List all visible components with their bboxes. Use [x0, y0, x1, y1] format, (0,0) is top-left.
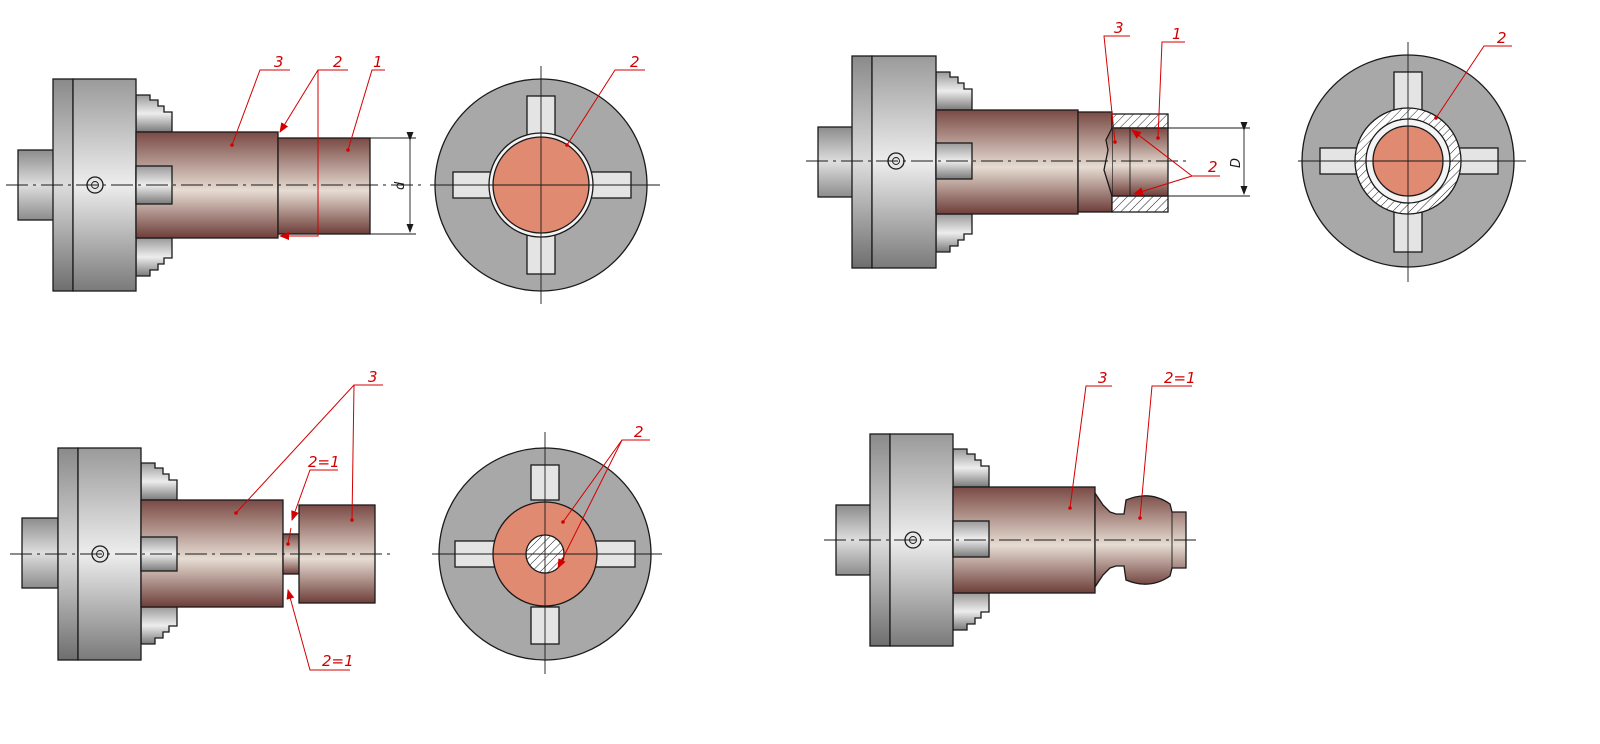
label-2-endview3: 2 — [634, 423, 644, 441]
workpiece-turned — [277, 137, 371, 235]
label-2-panel1: 2 — [333, 53, 343, 71]
label-2-endview1: 2 — [630, 53, 640, 71]
chuck-jaw-top — [935, 71, 973, 111]
chuck-flange — [851, 55, 873, 269]
dimension-D-label: D — [1229, 158, 1244, 168]
end-view-panel3 — [432, 432, 662, 674]
chuck-jaw-bottom — [935, 213, 973, 253]
label-2eq1-top-panel3: 2=1 — [308, 453, 340, 471]
label-2-endview2: 2 — [1497, 29, 1507, 47]
chuck-jaw-top — [952, 448, 990, 488]
end-view-panel1 — [430, 66, 660, 304]
label-2eq1-panel4: 2=1 — [1164, 369, 1196, 387]
spindle — [817, 126, 855, 198]
section-wall-top — [1111, 113, 1169, 129]
chuck-jaw-bottom — [952, 592, 990, 631]
section-wall-bottom — [1111, 195, 1169, 213]
panel-boring: D 3 1 2 2 — [806, 19, 1526, 282]
label-2eq1-bottom-panel3: 2=1 — [322, 652, 354, 670]
chuck-jaw-bottom — [135, 237, 173, 277]
label-1-panel2: 1 — [1172, 25, 1182, 43]
label-3-panel3: 3 — [368, 368, 378, 386]
label-3-panel2: 3 — [1114, 19, 1124, 37]
panel-shaped-turning: 3 2=1 — [824, 369, 1200, 647]
label-1-panel1: 1 — [373, 53, 383, 71]
dimension-d-label: d — [393, 181, 408, 190]
panel-facing-and-turning: d 3 2 1 2 — [6, 53, 660, 304]
spindle — [21, 517, 59, 589]
panel-parting-off: 3 2=1 2=1 2 — [10, 368, 662, 674]
label-3-panel1: 3 — [274, 53, 284, 71]
chuck-jaw-top — [140, 462, 178, 501]
chuck-jaw-top — [135, 94, 173, 133]
end-view-panel2 — [1298, 42, 1526, 282]
chuck-jaw-bottom — [140, 606, 178, 645]
jaw-visible — [952, 520, 990, 558]
label-3-panel4: 3 — [1098, 369, 1108, 387]
label-2-panel2: 2 — [1208, 158, 1218, 176]
